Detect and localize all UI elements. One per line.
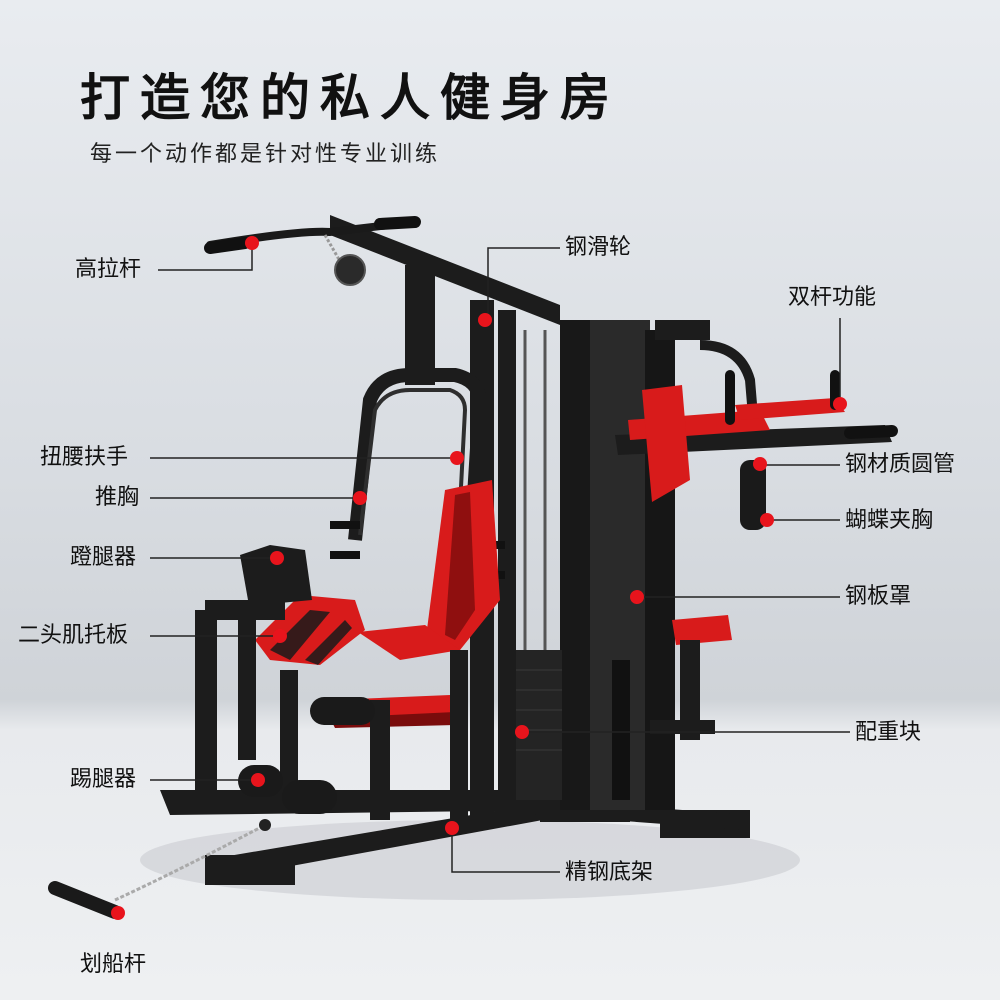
label-biceps-pad: 二头肌托板 xyxy=(18,623,129,648)
marker-chest-press xyxy=(353,491,367,505)
dips-station xyxy=(615,320,898,530)
page-subtitle: 每一个动作都是针对性专业训练 xyxy=(90,142,441,167)
marker-rowing-bar xyxy=(111,906,125,920)
marker-butterfly xyxy=(760,513,774,527)
marker-steel-pulley xyxy=(478,313,492,327)
marker-dual-bar xyxy=(833,397,847,411)
high-pull-bar xyxy=(204,216,421,286)
label-steel-pulley: 钢滑轮 xyxy=(565,235,632,260)
marker-biceps-pad xyxy=(273,629,287,643)
label-dual-bar-function: 双杆功能 xyxy=(788,285,877,310)
leg-rollers xyxy=(238,697,375,814)
marker-high-pull-bar xyxy=(245,236,259,250)
marker-dots xyxy=(111,236,847,920)
marker-steel-cover xyxy=(630,590,644,604)
marker-leg-kick xyxy=(251,773,265,787)
weight-stack xyxy=(512,330,562,800)
marker-weight-stack xyxy=(515,725,529,739)
leg-press xyxy=(195,545,468,820)
leader-lines xyxy=(150,245,850,873)
label-weight-stack: 配重块 xyxy=(855,720,922,745)
marker-steel-tube xyxy=(753,457,767,471)
backrest xyxy=(425,480,500,650)
label-twist-waist-handle: 扭腰扶手 xyxy=(40,445,129,470)
label-leg-kick: 踢腿器 xyxy=(70,767,137,792)
marker-base-frame xyxy=(445,821,459,835)
marker-leg-press xyxy=(270,551,284,565)
rowing-bar xyxy=(48,819,271,919)
page-title: 打造您的私人健身房 xyxy=(80,69,620,127)
label-steel-base-frame: 精钢底架 xyxy=(565,860,654,885)
marker-twist-waist xyxy=(450,451,464,465)
side-seat xyxy=(650,615,732,740)
label-steel-round-tube: 钢材质圆管 xyxy=(845,452,956,477)
label-butterfly-chest: 蝴蝶夹胸 xyxy=(845,508,934,533)
label-leg-press: 蹬腿器 xyxy=(70,545,137,570)
label-rowing-bar: 划船杆 xyxy=(80,952,147,977)
label-steel-plate-cover: 钢板罩 xyxy=(845,584,912,609)
label-high-pull-bar: 高拉杆 xyxy=(75,257,142,282)
label-chest-press: 推胸 xyxy=(95,485,140,510)
